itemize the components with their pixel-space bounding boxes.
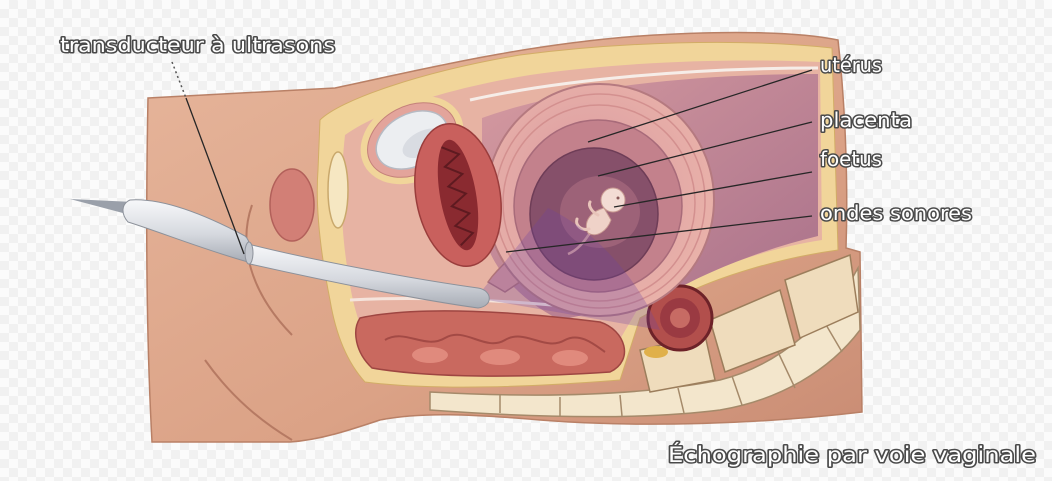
placenta-label: placenta (820, 108, 912, 132)
transducer-leader-dotted (172, 62, 186, 98)
bowel-loop (552, 350, 588, 366)
bowel-loop (412, 347, 448, 363)
bowel-loop (480, 349, 520, 365)
diagram-caption: Échographie par voie vaginale (668, 442, 1036, 467)
transducer-label: transducteur à ultrasons (60, 33, 335, 57)
fetus-label: foetus (820, 147, 882, 171)
fetus-head (601, 188, 625, 212)
probe-joint (245, 242, 253, 264)
ovary-core (670, 308, 690, 328)
fetus-eye (617, 197, 620, 200)
labia (270, 169, 314, 241)
sound-waves-label: ondes sonores (820, 201, 972, 225)
uterus-label: utérus (820, 53, 882, 77)
pubic-bone (328, 152, 348, 228)
fat-blob (644, 346, 668, 358)
